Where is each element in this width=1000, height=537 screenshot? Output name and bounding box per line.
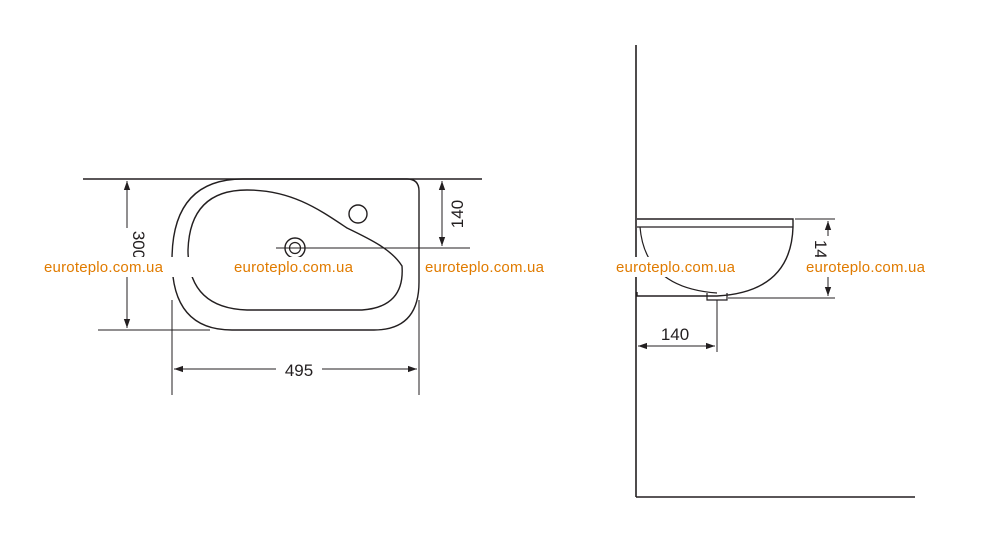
dim-width-label: 495 — [285, 361, 313, 380]
tap-hole — [348, 204, 368, 224]
watermark-bg-1 — [44, 257, 198, 277]
basin-inner-bowl — [187, 189, 403, 311]
dim-drain-offset-label: 140 — [661, 325, 689, 344]
side-view: 145 140 — [635, 45, 915, 498]
basin-outer-outline — [171, 178, 420, 331]
watermark-row: euroteplo.com.ua euroteplo.com.ua eurote… — [44, 257, 960, 277]
dim-tap-offset-label: 140 — [448, 200, 467, 228]
watermark-bg-2 — [234, 257, 388, 277]
dim-depth-text-bg — [116, 228, 136, 258]
dim-depth-label: 300 — [129, 231, 148, 259]
dim-width-text-bg — [276, 358, 322, 380]
watermark-2: euroteplo.com.ua — [234, 259, 354, 276]
watermark-5: euroteplo.com.ua — [806, 259, 926, 276]
watermark-bg-5 — [806, 257, 960, 277]
watermark-4: euroteplo.com.ua — [616, 259, 736, 276]
watermark-1: euroteplo.com.ua — [44, 259, 164, 276]
plan-view: 300 140 495 — [83, 178, 482, 395]
watermark-3: euroteplo.com.ua — [425, 259, 545, 276]
watermark-bg-3 — [425, 257, 579, 277]
watermark-bg-4 — [616, 257, 770, 277]
